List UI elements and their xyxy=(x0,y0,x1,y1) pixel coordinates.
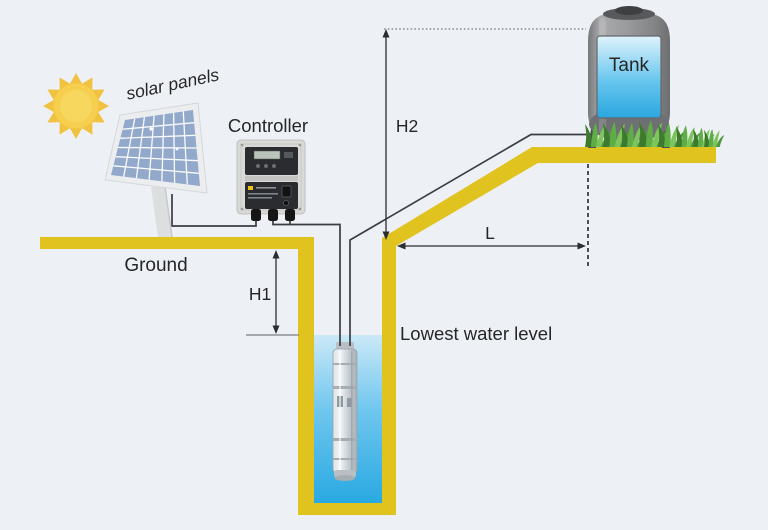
ground-label: Ground xyxy=(124,255,187,276)
controller-label: Controller xyxy=(228,115,308,136)
solar-panel-icon xyxy=(104,102,208,238)
sun-icon xyxy=(43,73,109,139)
h2-dimension-arrow: H2 xyxy=(382,29,418,240)
submersible-pump-icon xyxy=(332,342,358,481)
h2-label: H2 xyxy=(396,116,418,136)
controller-box-icon xyxy=(236,139,306,221)
ground-shape xyxy=(40,147,716,515)
panel-wire xyxy=(171,194,257,227)
water-pipe xyxy=(349,133,592,346)
l-label: L xyxy=(485,223,495,243)
l-dimension-arrow: L xyxy=(397,223,586,250)
tank-label: Tank xyxy=(609,55,650,76)
h1-label: H1 xyxy=(249,284,271,304)
tank-icon: Tank xyxy=(588,6,670,148)
controller-cable xyxy=(272,221,341,346)
tank-window xyxy=(596,35,662,119)
h1-dimension-arrow: H1 xyxy=(249,250,280,334)
lowest-water-level-label: Lowest water level xyxy=(400,323,552,344)
